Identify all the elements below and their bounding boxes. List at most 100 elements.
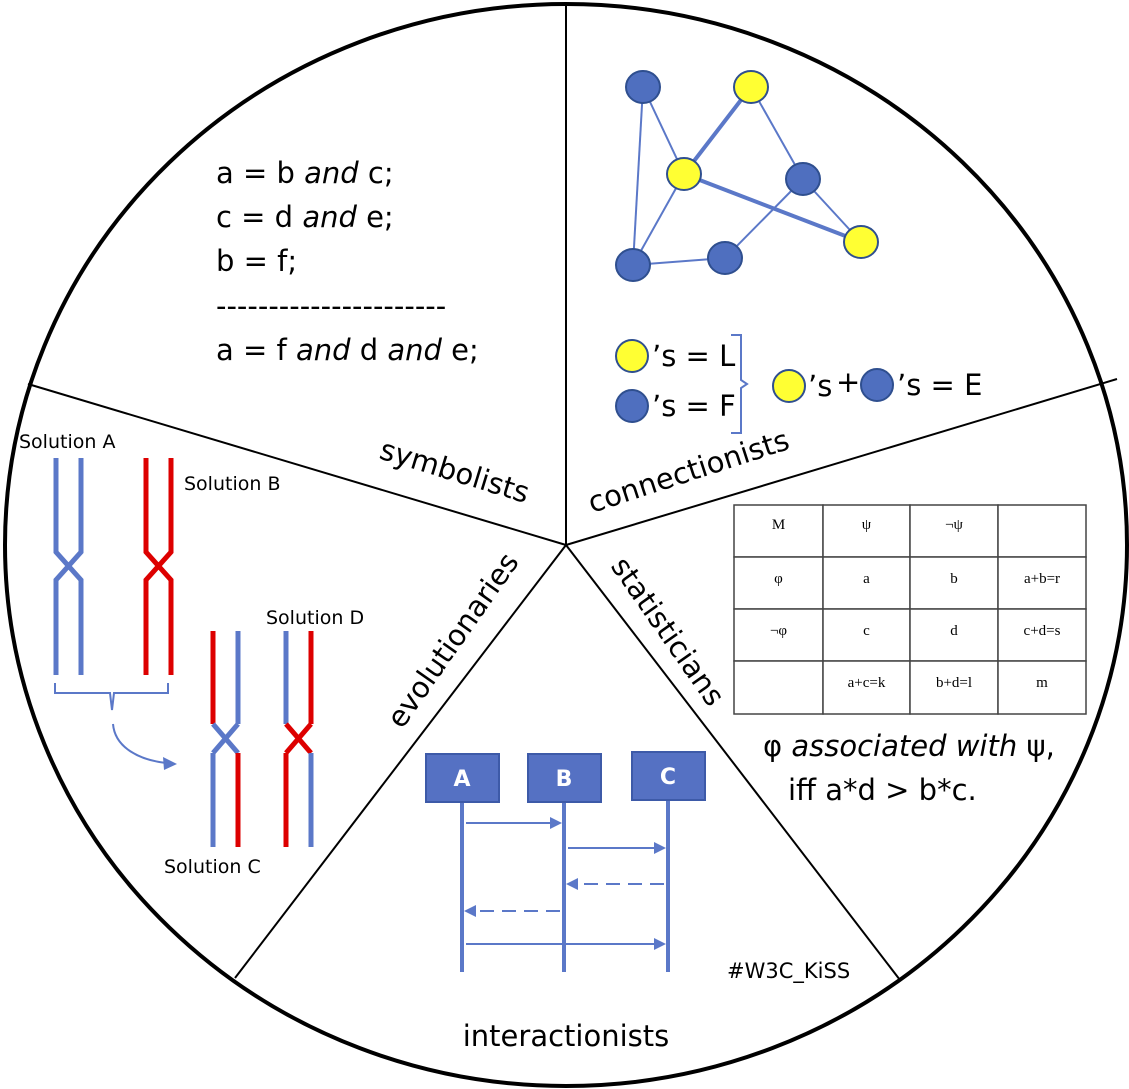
association-statement-line2: iff a*d > b*c. bbox=[788, 773, 977, 807]
table-cell bbox=[909, 660, 999, 715]
graph-edge bbox=[682, 85, 753, 176]
equation-text: e; bbox=[442, 333, 479, 367]
table-cell bbox=[733, 556, 824, 610]
graph-node-yellow bbox=[733, 70, 769, 104]
legend-blue-eq: ’s = F bbox=[652, 389, 736, 423]
actor-label: A bbox=[453, 767, 470, 792]
equation-line: ---------------------- bbox=[216, 289, 446, 323]
right-brace-icon bbox=[731, 334, 749, 434]
hashtag-label: #W3C_KiSS bbox=[727, 959, 850, 984]
sequence-diagram: A B C bbox=[425, 751, 706, 972]
table-cell bbox=[997, 660, 1087, 715]
psi-end: ψ, bbox=[1017, 729, 1055, 763]
actor-box-c bbox=[631, 751, 706, 801]
graph-edge bbox=[724, 178, 804, 259]
chromosome-solution-b bbox=[143, 458, 174, 675]
graph-edge bbox=[632, 86, 644, 266]
label-solution-b: Solution B bbox=[184, 473, 280, 495]
equation-text: b = f; bbox=[216, 244, 297, 278]
label-solution-a: Solution A bbox=[19, 431, 115, 453]
table-cell-text: b+d=l bbox=[936, 675, 972, 691]
table-cell bbox=[733, 660, 824, 715]
yellow-node-icon bbox=[772, 369, 806, 403]
equation-keyword: and bbox=[387, 333, 442, 367]
equation-line: b = f; bbox=[216, 244, 297, 278]
actor-label: C bbox=[660, 765, 676, 790]
table-cell bbox=[909, 608, 999, 662]
table-cell-text: a+c=k bbox=[848, 675, 886, 691]
equation-line: c = d and e; bbox=[216, 200, 394, 234]
label-evolutionaries: evolutionaries bbox=[380, 546, 526, 734]
equation-line: a = f and d and e; bbox=[216, 333, 479, 367]
graph-node-blue bbox=[625, 70, 661, 104]
table-cell-text: c+d=s bbox=[1024, 623, 1061, 639]
legend-yellow-eq: ’s = L bbox=[652, 339, 735, 373]
graph-edge bbox=[750, 86, 804, 180]
table-cell bbox=[822, 504, 911, 558]
chromosome-solution-c bbox=[210, 631, 241, 847]
table-cell-text: m bbox=[1036, 675, 1048, 691]
equation-line: a = b and c; bbox=[216, 156, 394, 190]
label-statisticians: statisticians bbox=[604, 551, 731, 713]
table-cell-text: ψ bbox=[862, 517, 872, 533]
actor-label: B bbox=[556, 767, 573, 792]
table-cell-text: d bbox=[950, 623, 958, 639]
graph-node-yellow bbox=[666, 157, 702, 191]
equation-text: d bbox=[351, 333, 388, 367]
table-cell-text: M bbox=[772, 517, 785, 533]
actor-box-a bbox=[425, 753, 500, 803]
association-phrase: associated with bbox=[791, 729, 1017, 763]
equation-text: a = b bbox=[216, 156, 304, 190]
arrow-head-icon bbox=[550, 817, 562, 829]
arrow-head-icon bbox=[654, 842, 666, 854]
table-cell-text: b bbox=[950, 571, 958, 587]
equation-text: e; bbox=[357, 200, 394, 234]
graph-edge bbox=[632, 173, 685, 266]
curved-arrow-icon bbox=[112, 723, 167, 764]
divider-bottom-left bbox=[234, 544, 567, 979]
table-cell-text: c bbox=[863, 623, 870, 639]
table-cell-text: φ bbox=[774, 571, 783, 587]
equation-text: c; bbox=[359, 156, 394, 190]
divider-left bbox=[27, 383, 567, 546]
table-cell bbox=[822, 660, 911, 715]
blue-node-icon bbox=[860, 368, 894, 402]
neural-graph bbox=[615, 70, 879, 282]
equation-text: ---------------------- bbox=[216, 289, 446, 323]
chromosome-diagram bbox=[53, 458, 314, 847]
equation-keyword: and bbox=[304, 156, 359, 190]
table-cell bbox=[997, 556, 1087, 610]
actor-box-b bbox=[527, 753, 602, 803]
graph-edge bbox=[683, 172, 862, 244]
table-cell-text: a+b=r bbox=[1024, 571, 1060, 587]
divider-bottom-right bbox=[565, 544, 901, 981]
arrow-head-icon bbox=[654, 938, 666, 950]
table-cell bbox=[909, 556, 999, 610]
graph-node-blue bbox=[615, 248, 651, 282]
divider-right bbox=[565, 378, 1118, 546]
sum-plus: + bbox=[836, 365, 860, 399]
bottom-brace-icon bbox=[54, 683, 169, 711]
equation-text: a = f bbox=[216, 333, 296, 367]
label-solution-c: Solution C bbox=[164, 856, 261, 878]
graph-node-yellow bbox=[843, 225, 879, 259]
table-cell-text: ¬ψ bbox=[945, 517, 963, 533]
symbolist-equations: a = b and c; c = d and e; b = f; ----------… bbox=[216, 156, 479, 367]
graph-node-blue bbox=[785, 162, 821, 196]
connectionist-legend: ’s = L ’s = F ’s + ’s = E bbox=[615, 334, 982, 434]
phi-symbol: φ bbox=[763, 729, 791, 763]
arrow-head-icon bbox=[566, 878, 578, 890]
label-interactionists: interactionists bbox=[463, 1019, 669, 1053]
sum-blue-eq: ’s = E bbox=[897, 368, 982, 402]
blue-node-icon bbox=[615, 389, 649, 423]
sum-yellow-label: ’s bbox=[808, 369, 832, 403]
equation-keyword: and bbox=[296, 333, 351, 367]
arrow-head-icon bbox=[464, 905, 476, 917]
chromosome-solution-a bbox=[53, 458, 84, 675]
table-cell-text: ¬φ bbox=[770, 623, 787, 639]
graph-node-blue bbox=[707, 241, 743, 275]
equation-keyword: and bbox=[302, 200, 357, 234]
table-cell bbox=[733, 608, 824, 662]
